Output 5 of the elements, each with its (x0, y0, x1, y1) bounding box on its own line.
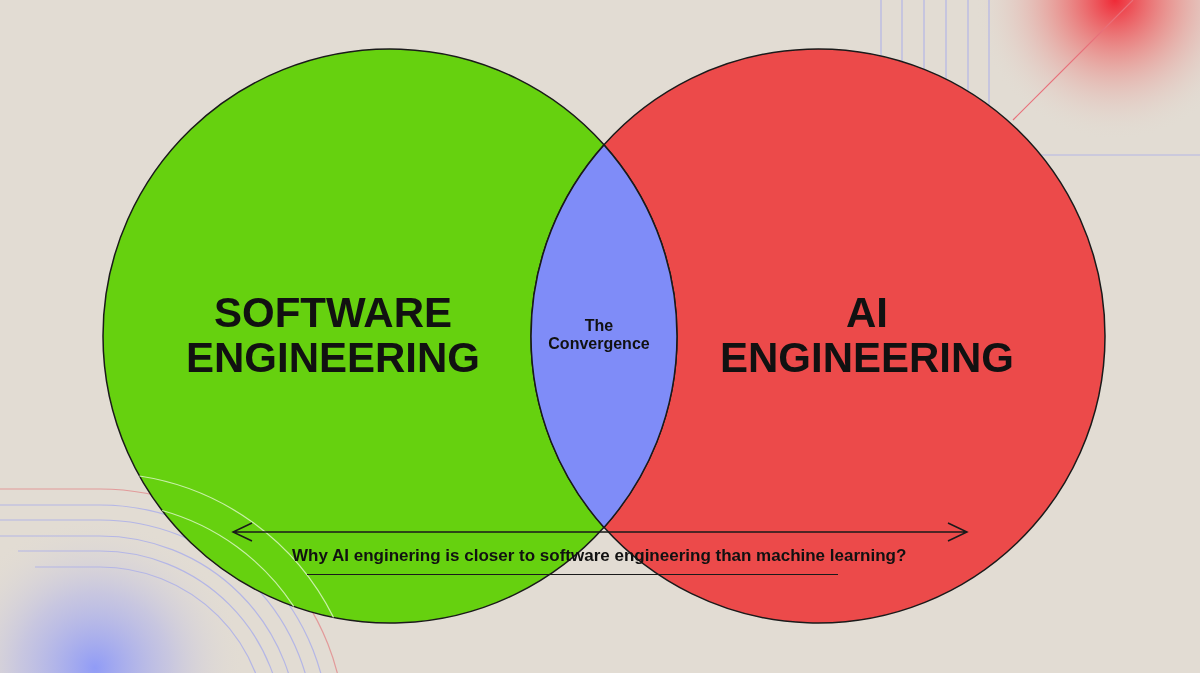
circle-label: AI ENGINEERING (720, 291, 1014, 381)
overlap-region (531, 144, 677, 528)
double-headed-arrow (231, 522, 969, 542)
circle-label: SOFTWARE ENGINEERING (186, 291, 480, 381)
overlap-label: The Convergence (548, 316, 650, 354)
